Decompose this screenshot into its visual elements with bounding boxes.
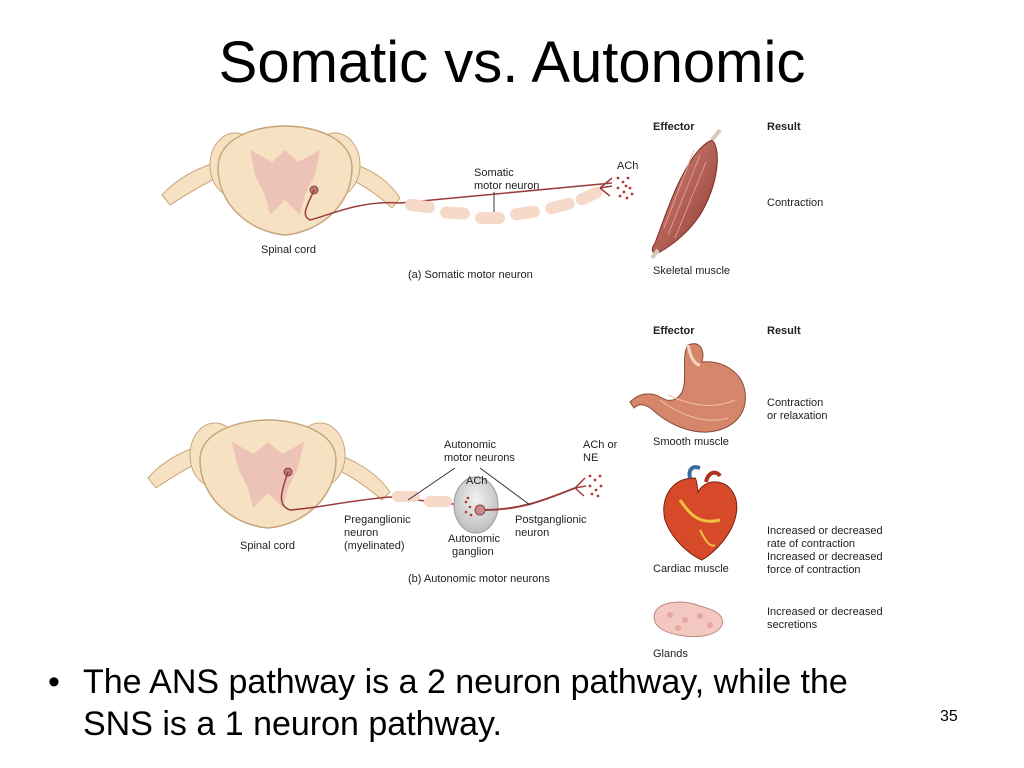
preganglionic-axon xyxy=(389,491,463,507)
autonomic-ganglion xyxy=(453,476,499,534)
somatic-spinal-cord-label: Spinal cord xyxy=(261,244,316,256)
somatic-axon xyxy=(399,177,613,224)
skeletal-muscle-image xyxy=(650,128,722,260)
autonomic-header-effector: Effector xyxy=(653,325,695,337)
somatic-spinal-cord xyxy=(161,125,401,236)
somatic-ach-label: ACh xyxy=(617,160,638,172)
autonomic-neurons-label-1: Autonomic xyxy=(444,439,496,451)
ganglion-label-1: Autonomic xyxy=(448,533,500,545)
autonomic-terminal-vesicles xyxy=(588,474,603,498)
somatic-header-result: Result xyxy=(767,121,801,133)
glands-result-2: secretions xyxy=(767,619,818,631)
slide-title: Somatic vs. Autonomic xyxy=(218,30,806,95)
postganglionic-label-1: Postganglionic xyxy=(515,514,587,526)
cardiac-result-3: Increased or decreased xyxy=(767,551,883,563)
postganglionic-label-2: neuron xyxy=(515,527,549,539)
skeletal-muscle-label: Skeletal muscle xyxy=(653,265,730,277)
cardiac-result-2: rate of contraction xyxy=(767,538,855,550)
smooth-result-2: or relaxation xyxy=(767,410,828,422)
glands-label: Glands xyxy=(653,648,688,660)
cardiac-result-1: Increased or decreased xyxy=(767,525,883,537)
terminal-nt-label-2: NE xyxy=(583,452,598,464)
preganglionic-label-2: neuron xyxy=(344,527,378,539)
autonomic-leader-lines xyxy=(407,467,531,506)
somatic-ach-vesicles xyxy=(616,176,634,200)
smooth-muscle-label: Smooth muscle xyxy=(653,436,729,448)
page-number: 35 xyxy=(940,708,958,725)
somatic-caption: (a) Somatic motor neuron xyxy=(408,269,533,281)
terminal-nt-label-1: ACh or xyxy=(583,439,618,451)
somatic-neuron-label-1: Somatic xyxy=(474,167,514,179)
preganglionic-label-3: (myelinated) xyxy=(344,540,405,552)
glands-image xyxy=(653,601,724,638)
ganglion-label-2: ganglion xyxy=(452,546,494,558)
autonomic-neurons-label-2: motor neurons xyxy=(444,452,515,464)
autonomic-header-result: Result xyxy=(767,325,801,337)
preganglionic-label-1: Preganglionic xyxy=(344,514,411,526)
skeletal-result: Contraction xyxy=(767,197,823,209)
cardiac-muscle-label: Cardiac muscle xyxy=(653,563,729,575)
autonomic-caption: (b) Autonomic motor neurons xyxy=(408,573,550,585)
bullet-symbol: • xyxy=(48,663,60,701)
cardiac-muscle-heart-image xyxy=(663,465,738,561)
postganglionic-axon xyxy=(484,477,587,511)
smooth-result-1: Contraction xyxy=(767,397,823,409)
ganglion-ach-label: ACh xyxy=(466,475,487,487)
cardiac-result-4: force of contraction xyxy=(767,564,861,576)
autonomic-spinal-cord xyxy=(147,419,391,529)
somatic-header-effector: Effector xyxy=(653,121,695,133)
smooth-muscle-stomach-image xyxy=(629,343,746,433)
glands-result-1: Increased or decreased xyxy=(767,606,883,618)
autonomic-spinal-cord-label: Spinal cord xyxy=(240,540,295,552)
bullet-text: The ANS pathway is a 2 neuron pathway, w… xyxy=(83,663,848,743)
somatic-neuron-label-2: motor neuron xyxy=(474,180,539,192)
